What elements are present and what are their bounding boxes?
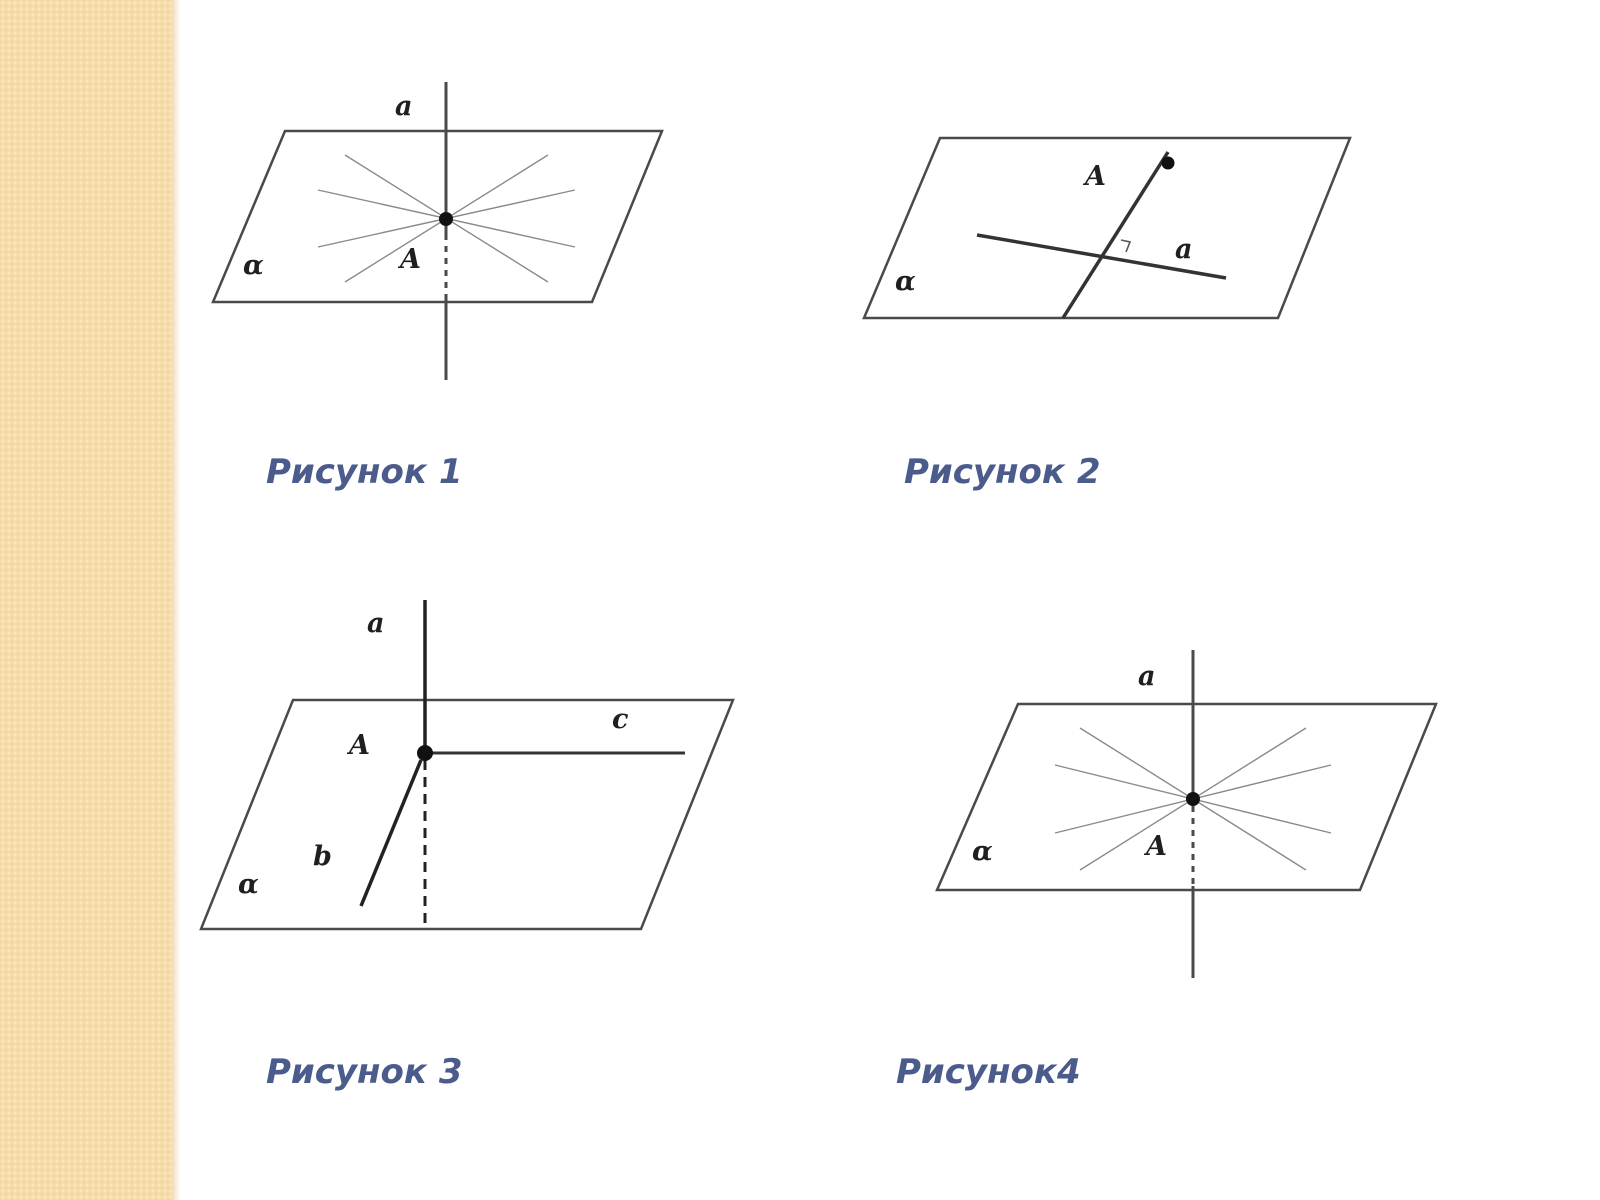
label-plane-alpha: α xyxy=(895,266,916,297)
figure-4-diagram: a A α xyxy=(935,650,1438,978)
label-point-A: A xyxy=(397,244,421,275)
plane-parallelogram xyxy=(211,129,664,304)
label-line-c: c xyxy=(612,704,628,735)
right-angle-mark xyxy=(1120,239,1132,253)
point-A xyxy=(1161,156,1175,170)
label-point-A: A xyxy=(1143,831,1167,862)
point-A xyxy=(439,212,453,226)
plane-parallelogram xyxy=(862,136,1352,320)
caption-figure-3: Рисунок 3 xyxy=(266,1052,463,1092)
label-point-A: A xyxy=(1082,161,1106,192)
side-strip-shadow xyxy=(172,0,180,1200)
plane-parallelogram xyxy=(935,702,1438,892)
label-line-b: b xyxy=(313,841,332,872)
figure-3-diagram: a A c b α xyxy=(199,600,735,931)
label-line-a: a xyxy=(1175,234,1193,265)
label-plane-alpha: α xyxy=(238,869,259,900)
label-line-a: a xyxy=(395,91,413,122)
figure-1-diagram: a A α xyxy=(211,82,664,380)
caption-figure-4: Рисунок4 xyxy=(896,1052,1081,1092)
label-plane-alpha: α xyxy=(243,250,264,281)
label-plane-alpha: α xyxy=(972,836,993,867)
figure-2-diagram: A a α xyxy=(862,136,1352,320)
plane-parallelogram xyxy=(199,698,735,931)
line-b xyxy=(359,759,423,907)
point-A xyxy=(417,745,433,761)
label-point-A: A xyxy=(346,730,370,761)
caption-figure-2: Рисунок 2 xyxy=(904,452,1101,492)
point-A xyxy=(1186,792,1200,806)
label-line-a: a xyxy=(1138,661,1156,692)
caption-figure-1: Рисунок 1 xyxy=(266,452,463,492)
decorative-side-strip xyxy=(0,0,172,1200)
perpendicular-line xyxy=(1061,151,1170,319)
label-line-a: a xyxy=(367,608,385,639)
